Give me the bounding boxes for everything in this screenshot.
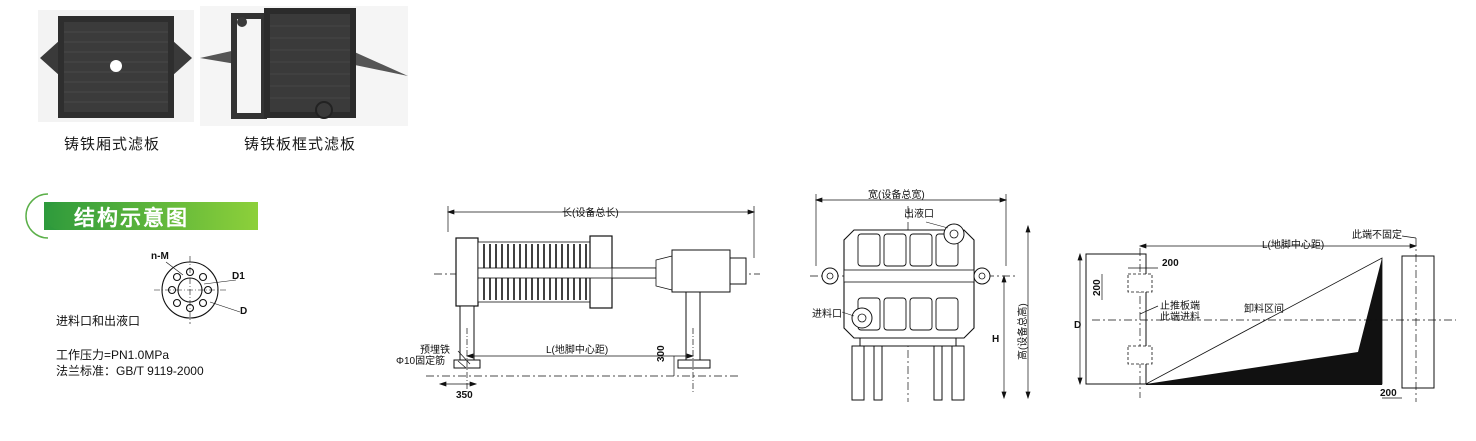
inlet-outlet-label: 进料口和出液口 — [56, 314, 141, 328]
plan-view-drawing — [1072, 222, 1462, 408]
end-total-height-label: 高(设备总高) — [1018, 303, 1029, 360]
chamber-filter-plate-photo — [38, 10, 194, 122]
plan-dim-200-top: 200 — [1162, 258, 1179, 269]
flange-diagram — [140, 250, 260, 330]
frame-filter-plate-photo — [200, 6, 408, 126]
flange-bolt-label: n-M — [151, 251, 169, 262]
side-view-drawing — [420, 198, 770, 408]
embedded-iron-label: 预埋铁 — [420, 345, 450, 356]
section-title: 结构示意图 — [74, 207, 189, 230]
working-pressure-text: 工作压力=PN1.0MPa — [56, 348, 170, 362]
chamber-plate-caption: 铸铁厢式滤板 — [64, 136, 161, 153]
flange-d1-label: D1 — [232, 271, 245, 282]
frame-plate-caption: 铸铁板框式滤板 — [244, 136, 357, 153]
end-height-h-label: H — [992, 334, 1000, 345]
plan-dim-200-bottom: 200 — [1380, 388, 1397, 399]
plan-dim-d: D — [1074, 320, 1082, 331]
fixed-bar-label: Φ10固定筋 — [396, 356, 446, 367]
side-total-length-label: 长(设备总长) — [562, 208, 619, 219]
discharge-area-label: 卸料区间 — [1244, 304, 1284, 315]
flange-standard-text: 法兰标准：GB/T 9119-2000 — [56, 364, 204, 378]
outlet-label: 出液口 — [904, 209, 934, 220]
inlet-label: 进料口 — [812, 309, 842, 320]
end-view-drawing — [806, 186, 1046, 408]
section-title-banner — [20, 192, 260, 240]
feed-end-label: 此端进料 — [1160, 312, 1200, 323]
plan-dim-200-side: 200 — [1092, 279, 1103, 296]
plan-foot-distance-label: L(地脚中心距) — [1262, 240, 1325, 251]
end-total-width-label: 宽(设备总宽) — [868, 190, 925, 201]
side-dim-300: 300 — [656, 345, 667, 362]
stop-plate-end-label: 止推板端 — [1160, 301, 1200, 312]
side-dim-350: 350 — [456, 390, 473, 401]
side-foot-distance-label: L(地脚中心距) — [546, 345, 609, 356]
end-not-fixed-label: 此端不固定 — [1352, 230, 1402, 241]
flange-d-label: D — [240, 306, 248, 317]
